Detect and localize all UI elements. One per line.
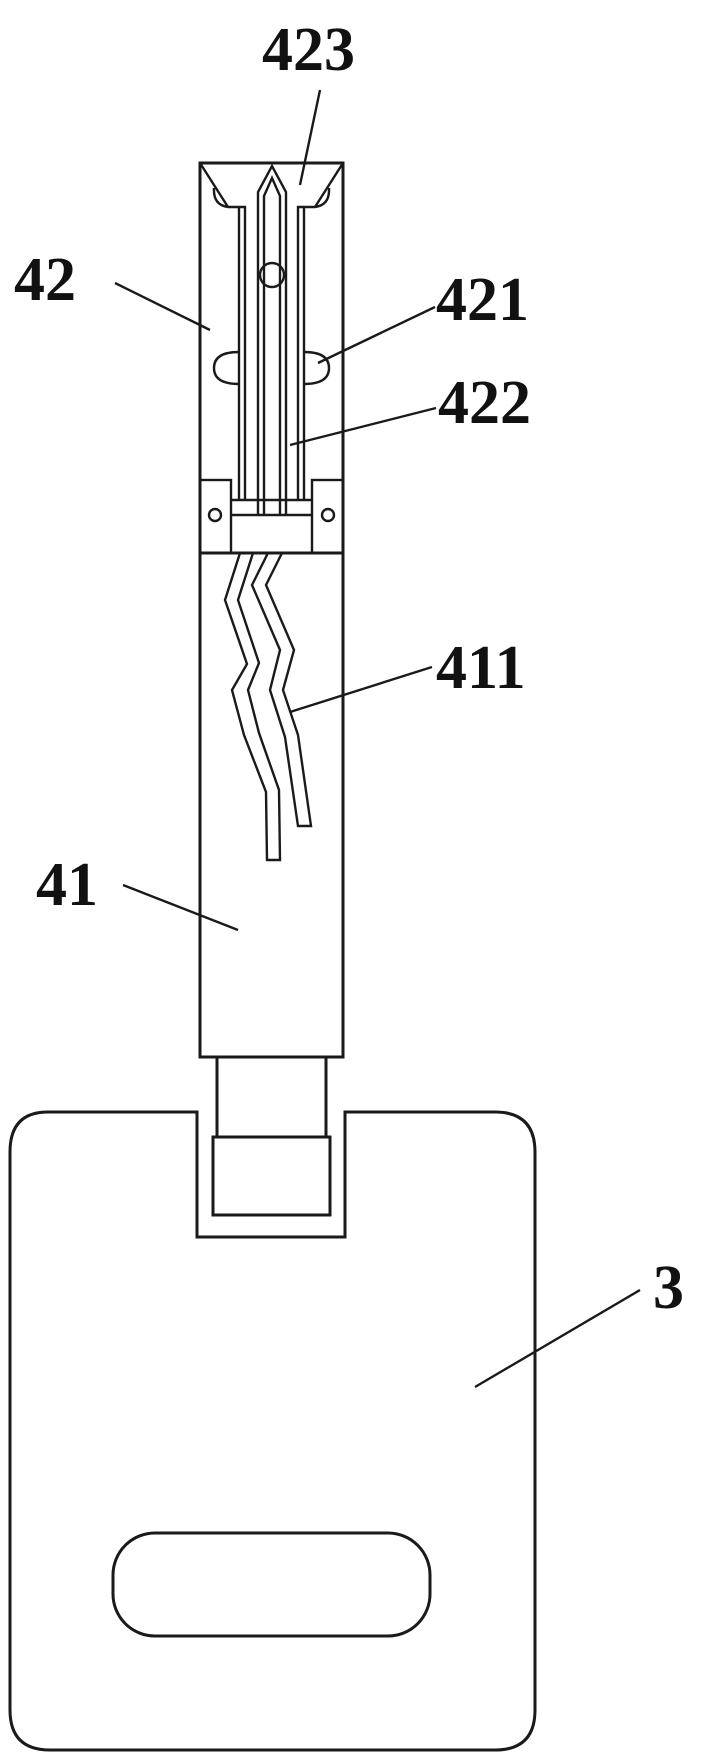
label-421: 421 — [436, 266, 529, 334]
screw-left — [207, 507, 223, 523]
leader-411 — [289, 665, 433, 714]
label-411: 411 — [436, 634, 526, 702]
leader-3 — [474, 1288, 641, 1389]
leader-422 — [289, 406, 437, 447]
side-bump-right — [303, 350, 331, 386]
leader-423 — [298, 89, 322, 186]
label-423: 423 — [262, 16, 355, 84]
label-422: 422 — [438, 369, 531, 437]
base-slot — [111, 1531, 432, 1638]
spring-strip-left — [223, 551, 282, 862]
leader-41 — [122, 883, 239, 932]
base-plate — [8, 1110, 537, 1752]
label-3: 3 — [653, 1254, 684, 1322]
leader-lines — [114, 89, 641, 1389]
handle-body — [198, 551, 345, 1059]
center-blade — [256, 163, 288, 515]
leader-421 — [317, 305, 436, 365]
neck-connector — [211, 1055, 332, 1217]
head-assembly — [198, 161, 345, 555]
leader-42 — [114, 281, 211, 332]
clamp-block-right — [310, 478, 345, 555]
side-bump-left — [212, 350, 240, 386]
hole-top — [258, 261, 286, 289]
label-42: 42 — [14, 246, 76, 314]
spring-strip-right — [250, 551, 313, 828]
label-41: 41 — [36, 851, 98, 919]
reference-numerals: 423 42 421 422 411 41 3 — [14, 16, 684, 1322]
clamp-block-left — [198, 478, 233, 555]
screw-right — [320, 507, 336, 523]
